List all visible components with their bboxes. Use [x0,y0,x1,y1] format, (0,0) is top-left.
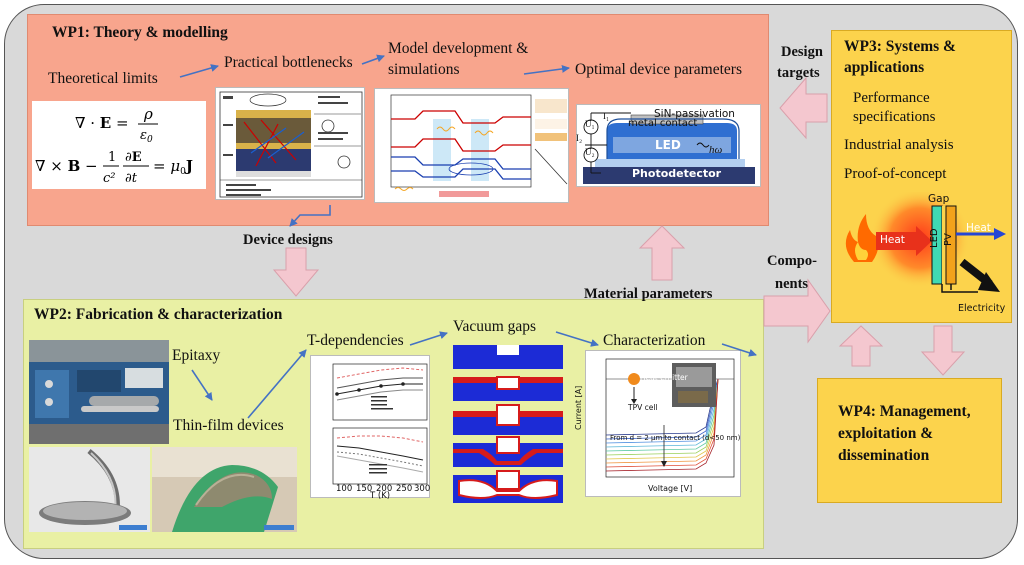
arrow-vacuum-gaps-to-characterization [555,331,599,347]
svg-text:∂E: ∂E [125,150,142,165]
bottleneck-schematic-figure [215,87,365,200]
tdep-tick-250: 250 [396,484,413,494]
electricity-arrow-icon [959,258,1000,292]
thin-film-devices-label: Thin-film devices [173,417,284,434]
led-photodetector-device-figure [576,104,761,187]
wp3-industrial-analysis-item: Industrial analysis [844,137,954,153]
t-dependencies-label: T-dependencies [307,332,404,349]
model-development-label: Model development & [388,40,529,57]
heat-in-label: Heat [880,234,905,246]
heat-out-label: Heat [966,222,991,234]
thin-film-flexible-photo [152,447,297,532]
components-label-line2: nents [775,276,809,292]
wp3-title: WP3: Systems & [844,38,956,55]
arrow-characterization-to-components [721,343,757,357]
svg-text:∂t: ∂t [125,171,138,186]
theoretical-limits-label: Theoretical limits [48,70,158,87]
vacuum-gap-step-4 [453,436,563,467]
wp4-title-line2: exploitation & [838,425,934,442]
tpv-cell-label: TPV cell [628,403,658,412]
temperature-dependency-plot [310,355,430,498]
photon-energy-label: hω [709,144,723,156]
practical-bottlenecks-label: Practical bottlenecks [224,54,353,71]
block-arrow-wp3-down [920,325,966,376]
svg-text:1: 1 [108,150,116,165]
vacuum-gap-step-1 [453,345,563,369]
wp4-panel [817,378,1002,503]
gauss-law-equation: ∇ · E = ρ ε0 [75,105,158,145]
wp1-title: WP1: Theory & modelling [52,24,228,41]
vacuum-gap-step-3 [453,404,563,435]
wp2-title: WP2: Fabrication & characterization [34,306,283,323]
sin-passivation-label: SiN-passivation [654,108,735,120]
wp4-title: WP4: Management, [838,403,971,420]
block-arrow-design-targets-left [779,76,828,140]
wp3-performance-item-line2: specifications [853,109,936,125]
arrow-wp1-to-device-designs [289,205,331,227]
metal-contact-label: metal contact [628,118,698,129]
characterization-label: Characterization [603,332,706,349]
arrow-thin-film-to-tdep [247,349,307,419]
device-designs-label: Device designs [243,232,333,248]
components-label: Compo- [767,253,817,269]
model-development-label-line2: simulations [388,61,460,78]
material-parameters-label: Material parameters [584,286,713,302]
arrow-models-to-optimal [523,64,570,75]
svg-text:c²: c² [103,171,116,186]
vacuum-gap-structures [453,345,563,505]
vacuum-gap-step-2 [453,376,563,401]
optimal-device-parameters-label: Optimal device parameters [575,61,742,78]
voltage-u2-label: U₂ [585,147,595,157]
epitaxy-label: Epitaxy [172,347,221,364]
tdep-tick-150: 150 [356,484,373,494]
wp3-proof-of-concept-item: Proof-of-concept [844,166,947,182]
voltage-u1-label: U₁ [585,119,595,129]
thin-film-sheet-photo [29,447,150,532]
block-arrow-device-designs-down [272,247,320,297]
design-targets-label: Design [781,44,823,60]
iv-x-axis-label: Voltage [V] [648,484,693,493]
wp3-performance-item: Performance [853,90,930,106]
arrow-epitaxy-to-thin-film [191,369,213,401]
wp3-title-line2: applications [844,59,925,76]
tdep-tick-300: 300 [414,484,431,494]
tdep-tick-100: 100 [336,484,353,494]
epitaxy-reactor-photo [29,340,169,444]
wp4-title-line3: dissemination [838,447,930,464]
characterization-iv-plot [585,350,741,497]
tdep-x-axis-label: T (K) [370,491,391,501]
svg-text:∇ · E =: ∇ · E = [75,114,129,132]
vacuum-gap-step-5 [453,470,563,503]
block-arrow-components-right [763,278,831,344]
flame-icon [845,214,879,262]
current-i1-label: I₁ [603,111,610,121]
heat-emitter-label: Heat emitter [640,373,688,382]
iv-annotation: From d = 2 μm to contact (d<50 nm) [610,434,741,442]
arrow-bottlenecks-to-models [361,54,385,65]
arrow-tdep-to-vacuum-gaps [409,331,448,346]
block-arrow-material-parameters-up [638,225,686,281]
vacuum-gaps-label: Vacuum gaps [453,318,537,335]
photodetector-label: Photodetector [632,167,722,180]
thermophotonic-concept-graphic [836,188,1010,318]
svg-text:ρ: ρ [143,105,153,123]
design-targets-label-line2: targets [777,65,820,81]
block-arrow-wp4-up [838,325,884,367]
svg-text:∇ × B −: ∇ × B − [35,157,98,175]
led-layer-label: LED [655,138,681,152]
maxwell-equations: ∇ · E = ρ ε0 ∇ × B − 1 c² ∂E ∂t = μ0J [32,101,206,189]
arrow-limits-to-bottlenecks [179,64,219,78]
gap-label: Gap [928,193,950,205]
band-diagram-simulation-figure [374,88,569,203]
electricity-label: Electricity [958,303,1006,314]
current-i2-label: I₂ [576,133,583,143]
tdep-tick-200: 200 [376,484,393,494]
